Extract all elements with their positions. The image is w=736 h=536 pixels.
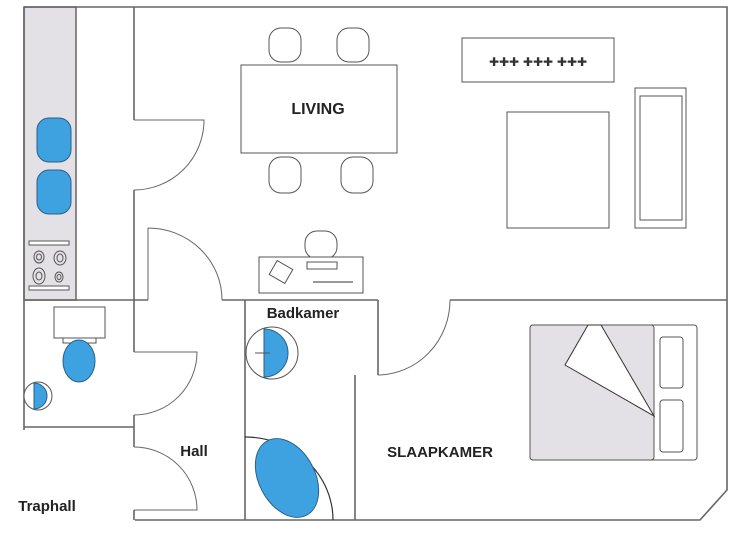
kitchen-sink-left [36,117,72,163]
pillow [659,399,684,453]
doors [133,119,451,511]
bedroom-door[interactable] [377,299,451,376]
desk [258,256,364,294]
dining-table [240,64,398,154]
rug [506,111,610,229]
chair-icon [340,156,374,194]
sofa-right [634,87,687,229]
stove-icon [28,240,70,291]
chair-icon [336,27,370,63]
toilet-door[interactable] [133,351,198,416]
room-label-living: LIVING [291,101,344,118]
chair-icon [268,156,302,194]
bed [529,324,698,461]
entrance-door[interactable] [133,446,198,511]
dining-chairs [268,27,374,260]
shower [244,436,334,521]
hand-basin [23,381,53,411]
chair-icon [304,230,338,260]
hall-living-door[interactable] [147,227,223,301]
room-label-bedroom: SLAAPKAMER [387,444,493,461]
sofa-top: ✚✚✚ ✚✚✚ ✚✚✚ [461,37,615,83]
room-label-bathroom: Badkamer [267,305,340,322]
toilet [53,306,106,383]
bathroom-sink [245,326,299,380]
room-label-stairwell: Traphall [18,498,76,515]
living-door[interactable] [133,119,205,191]
svg-text:✚✚✚ ✚✚✚ ✚✚✚: ✚✚✚ ✚✚✚ ✚✚✚ [489,55,587,69]
chair-icon [268,27,302,63]
room-label-hall: Hall [180,443,208,460]
kitchen-counter [23,6,77,301]
walls [23,6,728,521]
pillow [659,336,684,389]
kitchen-sink-right [36,169,72,215]
